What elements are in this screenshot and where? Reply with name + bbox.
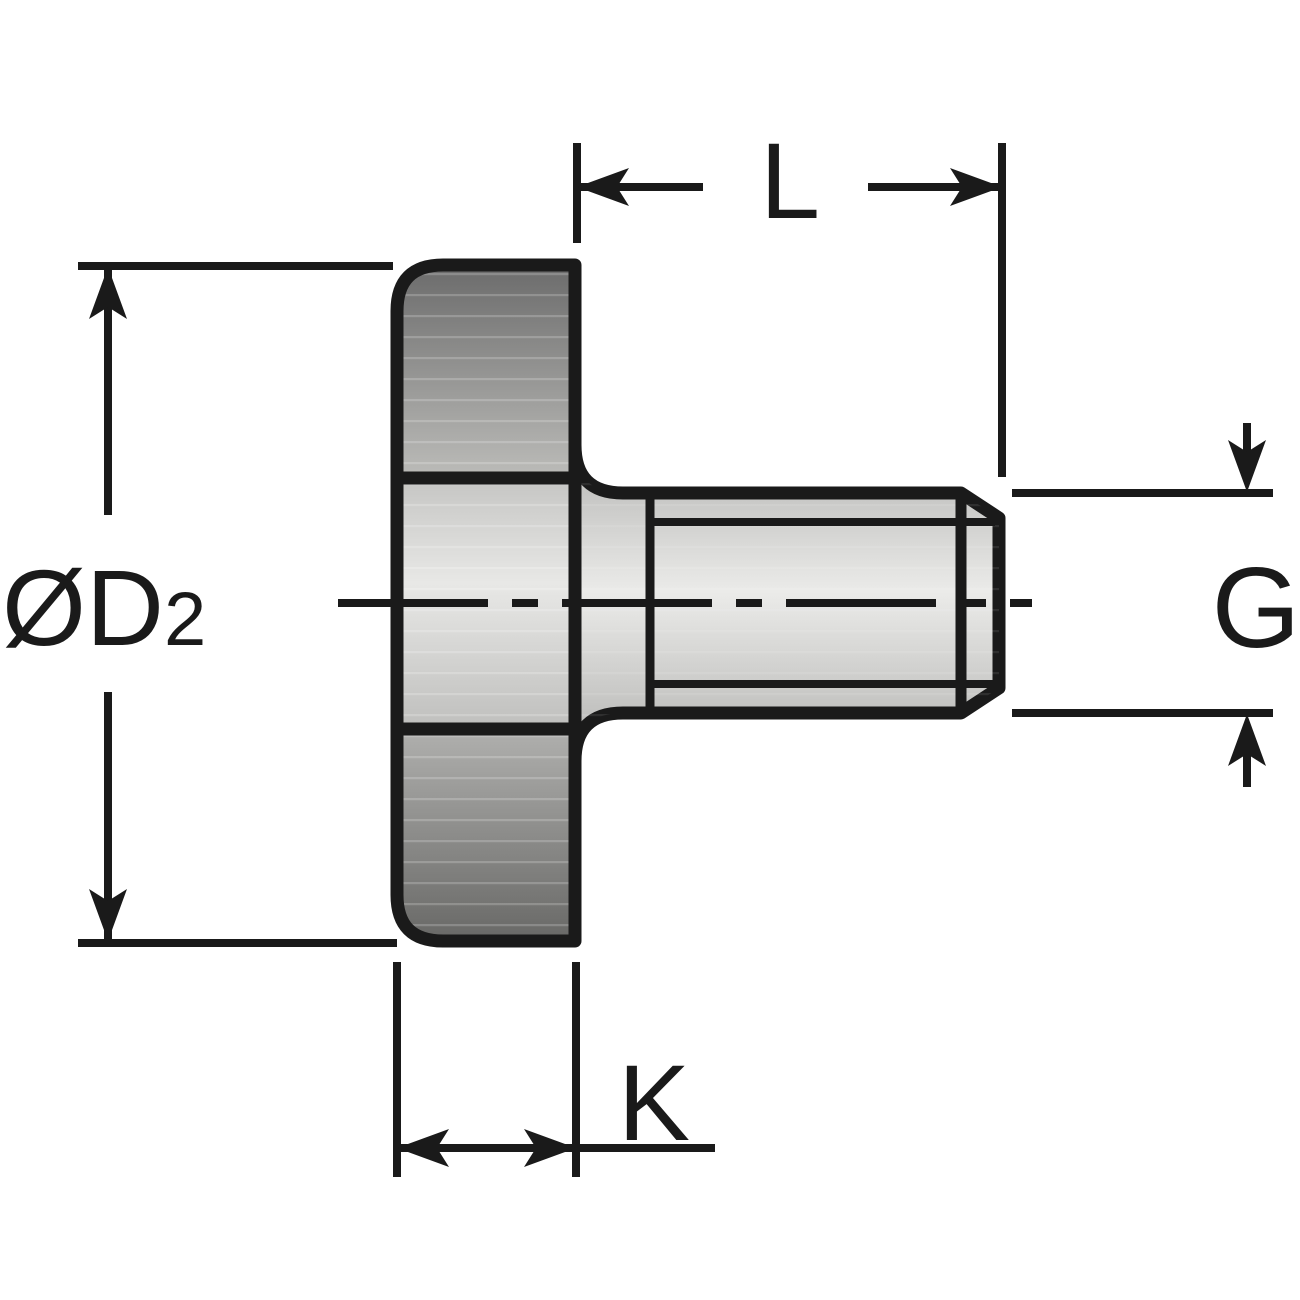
dimension-head-diameter (78, 262, 397, 947)
arrowhead-down (1228, 440, 1266, 492)
dim-label-head-diameter: ØD2 (2, 547, 206, 668)
dimension-head-thickness (393, 962, 715, 1177)
arrowhead-left (397, 1129, 449, 1167)
arrowhead-up (1228, 714, 1266, 766)
arrowhead-right (950, 168, 1002, 206)
dim-label-head-diameter-subscript: 2 (164, 577, 206, 662)
knob-head-outline (390, 258, 582, 948)
arrowhead-up (89, 267, 127, 319)
dim-label-head-diameter-main: ØD (2, 547, 164, 668)
dim-label-head-thickness: K (618, 1042, 690, 1163)
arrowhead-left (577, 168, 629, 206)
screw-part (338, 258, 1032, 948)
arrowhead-down (89, 889, 127, 941)
dimension-thread-size (1012, 423, 1273, 787)
dim-label-shank-length: L (760, 120, 820, 241)
arrowhead-right (524, 1129, 576, 1167)
dimension-shank-length (573, 143, 1006, 477)
dim-label-thread-size: G (1212, 545, 1300, 672)
